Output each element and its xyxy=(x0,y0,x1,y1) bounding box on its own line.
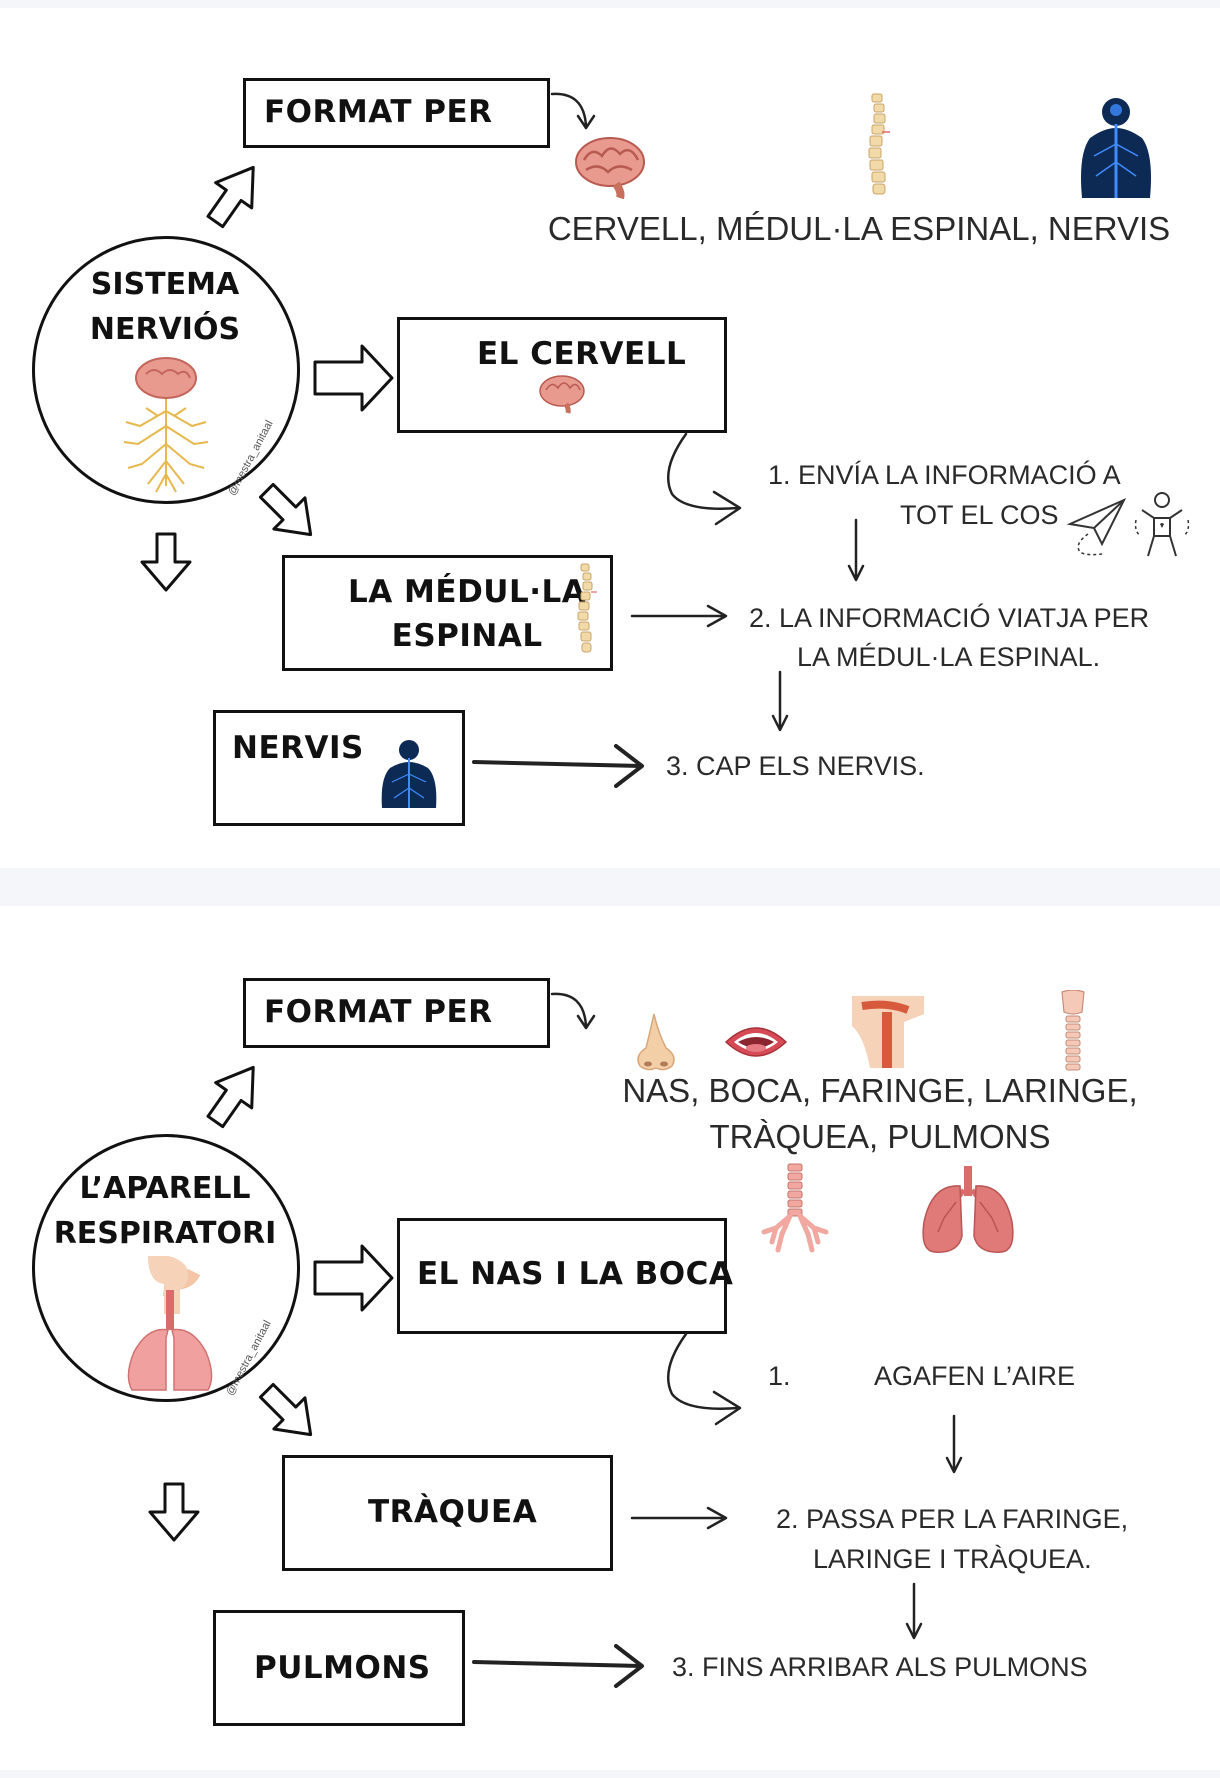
block-arrow-up-right-icon xyxy=(206,1065,255,1129)
spine-icon xyxy=(577,563,597,653)
respiratory-step1-text: AGAFEN L’AIRE xyxy=(874,1361,1076,1391)
trachea-box-label: TRÀQUEA xyxy=(368,1494,538,1530)
nose-mouth-label: EL NAS I LA BOCA xyxy=(417,1256,734,1292)
respiratory-step2-line1: 2. PASSA PER LA FARINGE, xyxy=(776,1504,1129,1534)
trachea-box xyxy=(282,1455,613,1571)
respiratory-step1-number: 1. xyxy=(768,1361,791,1391)
body-nerves-icon xyxy=(1081,98,1151,198)
block-arrow-right-icon xyxy=(313,1244,394,1312)
lungs-box xyxy=(213,1610,465,1726)
brain-box xyxy=(397,317,727,433)
nerves-box-label: NERVIS xyxy=(232,730,364,766)
curved-arrow-down-icon xyxy=(550,992,588,1028)
nervous-title-line2: NERVIÓS xyxy=(89,312,241,347)
brain-icon xyxy=(539,375,585,414)
nervous-step1-line1: 1. ENVÍA LA INFORMACIÓ A xyxy=(768,460,1121,490)
arrow-down-icon xyxy=(945,1456,963,1474)
arrow-right-icon xyxy=(706,1506,728,1530)
body-nerves-icon xyxy=(381,740,437,808)
larynx-icon xyxy=(1061,990,1085,1071)
mouth-icon xyxy=(724,1027,788,1057)
curved-arrow-down-icon xyxy=(550,92,588,128)
nervous-components-text: CERVELL, MÉDUL·LA ESPINAL, NERVIS xyxy=(547,210,1171,247)
respiratory-components-line2: TRÀQUEA, PULMONS xyxy=(709,1118,1051,1155)
nervous-step1-line2: TOT EL COS xyxy=(900,500,1059,530)
spinal-cord-label-line2: ESPINAL xyxy=(391,618,543,654)
paper-plane-icon xyxy=(1066,497,1127,556)
respiratory-title-line1: L’APARELL xyxy=(79,1171,251,1206)
respiratory-system-icon xyxy=(127,1256,213,1391)
spinal-cord-label-line1: LA MÉDUL·LA xyxy=(348,574,587,610)
arrow-right-icon xyxy=(706,604,728,628)
block-arrow-down-icon xyxy=(148,1482,200,1542)
nervous-step2-line2: LA MÉDUL·LA ESPINAL. xyxy=(797,642,1101,672)
arrow-right-icon xyxy=(614,744,644,788)
block-arrow-down-right-icon xyxy=(258,1382,313,1437)
block-arrow-down-icon xyxy=(140,532,192,592)
block-arrow-right-icon xyxy=(313,344,394,412)
person-icon xyxy=(1134,492,1190,557)
nose-icon xyxy=(637,1013,675,1071)
nervous-system-icon xyxy=(123,357,209,493)
nervous-format-label: FORMAT PER xyxy=(264,94,493,130)
nervous-title-line1: SISTEMA xyxy=(90,267,240,302)
curved-arrow-right-icon xyxy=(712,1390,742,1426)
respiratory-step3: 3. FINS ARRIBAR ALS PULMONS xyxy=(672,1652,1088,1682)
spinal-cord-label: LA MÉDUL·LA ESPINAL xyxy=(348,574,586,654)
spinal-cord-box xyxy=(282,555,613,671)
arrow-right-icon xyxy=(614,1644,644,1688)
nervous-step3: 3. CAP ELS NERVIS. xyxy=(666,751,925,781)
trachea-icon xyxy=(761,1163,829,1253)
respiratory-format-box xyxy=(243,978,550,1048)
brain-box-label: EL CERVELL xyxy=(477,336,687,372)
respiratory-components-line1: NAS, BOCA, FARINGE, LARINGE, xyxy=(622,1072,1138,1109)
curved-arrow-right-icon xyxy=(712,490,742,526)
brain-icon xyxy=(575,137,645,200)
arrow-down-icon xyxy=(847,564,865,582)
block-arrow-down-right-icon xyxy=(258,482,313,537)
block-arrow-up-right-icon xyxy=(206,165,255,229)
arrow-down-icon xyxy=(905,1622,923,1640)
respiratory-format-label: FORMAT PER xyxy=(264,994,493,1030)
arrow-down-icon xyxy=(771,714,789,732)
pharynx-icon xyxy=(852,996,924,1068)
respiratory-title-line2: RESPIRATORI xyxy=(53,1216,277,1251)
nervous-step2-line1: 2. LA INFORMACIÓ VIATJA PER xyxy=(749,603,1150,633)
nose-mouth-box xyxy=(397,1218,727,1334)
lungs-icon xyxy=(922,1166,1014,1253)
nervous-system-title: SISTEMA NERVIÓS xyxy=(52,262,278,352)
lungs-box-label: PULMONS xyxy=(254,1650,431,1686)
respiratory-system-title: L’APARELL RESPIRATORI xyxy=(40,1166,290,1256)
spine-icon xyxy=(868,93,890,195)
respiratory-step2-line2: LARINGE I TRÀQUEA. xyxy=(813,1544,1092,1574)
nervous-format-box xyxy=(243,78,550,148)
